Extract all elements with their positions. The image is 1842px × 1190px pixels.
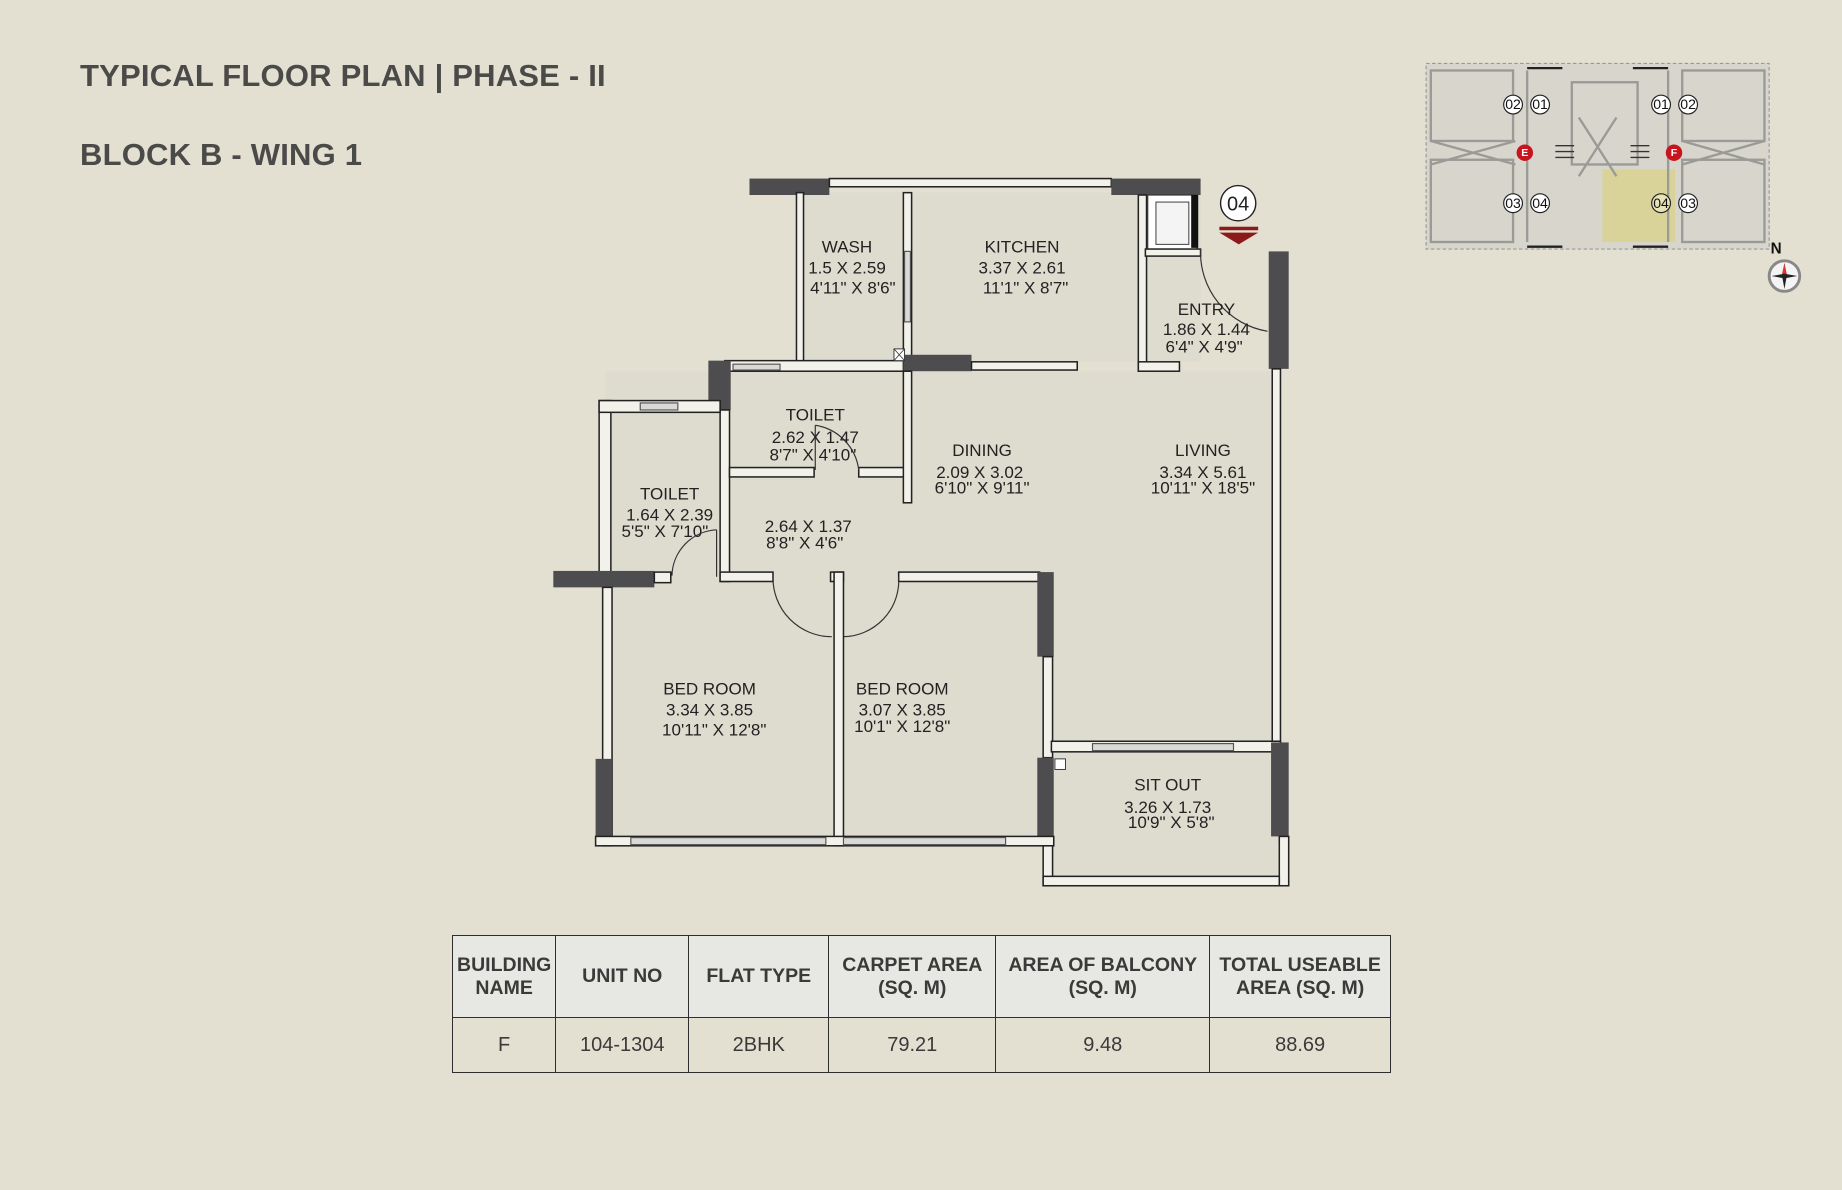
room-label-living: LIVING 3.34 X 5.61 10'11" X 18'5"	[1151, 441, 1255, 498]
header-carpet-area: CARPET AREA(SQ. M)	[828, 935, 997, 1018]
key-unit-label: 01	[1532, 96, 1548, 112]
entry-arrow-icon	[1219, 232, 1259, 245]
page-title: TYPICAL FLOOR PLAN | PHASE - II	[80, 58, 606, 93]
key-unit-label-highlighted: 04	[1653, 195, 1669, 211]
svg-text:2.64 X 1.37: 2.64 X 1.37	[765, 517, 852, 536]
header-unit-no: UNIT NO	[555, 935, 690, 1018]
shaft-icon	[893, 348, 906, 362]
north-compass-icon: N	[1767, 241, 1802, 293]
svg-text:10'11" X 18'5": 10'11" X 18'5"	[1151, 478, 1255, 497]
kitchen-bottom-wall	[903, 354, 972, 372]
core-label-e: E	[1521, 147, 1528, 159]
table-row: F 104-1304 2BHK 79.21 9.48 88.69	[451, 1017, 1391, 1073]
unit-number: 04	[1227, 193, 1249, 215]
room-label-entry: ENTRY 1.86 X 1.44 6'4" X 4'9"	[1163, 300, 1250, 357]
cell-building-name: F	[451, 1017, 557, 1073]
svg-text:DINING: DINING	[952, 441, 1012, 460]
svg-text:1.86 X 1.44: 1.86 X 1.44	[1163, 320, 1250, 339]
core-label-f: F	[1671, 147, 1678, 159]
svg-text:TOILET: TOILET	[640, 484, 699, 503]
svg-text:10'11" X 12'8": 10'11" X 12'8"	[662, 720, 766, 739]
floor-area	[604, 192, 1281, 879]
cell-balcony-area: 9.48	[995, 1017, 1211, 1073]
room-label-bedroom-2: BED ROOM 3.07 X 3.85 10'1" X 12'8"	[854, 679, 950, 736]
svg-text:LIVING: LIVING	[1175, 441, 1231, 460]
svg-text:BED ROOM: BED ROOM	[663, 679, 756, 698]
svg-text:1.64 X 2.39: 1.64 X 2.39	[626, 505, 713, 524]
svg-text:KITCHEN: KITCHEN	[985, 238, 1060, 257]
svg-text:3.26 X 1.73: 3.26 X 1.73	[1124, 798, 1211, 817]
toilet-1-walls	[708, 360, 913, 583]
svg-text:WASH: WASH	[822, 238, 872, 257]
bedroom-top-walls	[719, 571, 1054, 657]
svg-text:3.37 X 2.61: 3.37 X 2.61	[979, 259, 1066, 278]
svg-text:1.5 X 2.59: 1.5 X 2.59	[808, 259, 886, 278]
room-label-bedroom-1: BED ROOM 3.34 X 3.85 10'11" X 12'8"	[662, 679, 766, 739]
svg-text:TOILET: TOILET	[786, 406, 845, 425]
toilet-2-walls	[553, 399, 721, 588]
svg-text:3.07 X 3.85: 3.07 X 3.85	[859, 700, 946, 719]
living-right-wall	[1271, 368, 1282, 748]
wash-window	[903, 250, 912, 323]
sit-out-walls	[1042, 740, 1290, 887]
svg-text:11'1" X 8'7": 11'1" X 8'7"	[983, 279, 1068, 298]
svg-text:5'5" X 7'10": 5'5" X 7'10"	[622, 522, 709, 541]
svg-text:3.34 X 3.85: 3.34 X 3.85	[666, 700, 753, 719]
key-unit-label: 03	[1505, 195, 1521, 211]
svg-text:6'4" X 4'9": 6'4" X 4'9"	[1165, 337, 1242, 356]
entry-walls	[1137, 194, 1289, 372]
key-unit-label: 02	[1505, 96, 1521, 112]
bedroom-walls	[594, 571, 1055, 847]
svg-text:2.62 X 1.47: 2.62 X 1.47	[772, 428, 859, 447]
svg-text:BED ROOM: BED ROOM	[856, 679, 949, 698]
svg-text:8'7" X 4'10": 8'7" X 4'10"	[770, 445, 857, 464]
entry-arrow-bar	[1219, 226, 1259, 231]
room-label-toilet-1: TOILET 2.62 X 1.47 8'7" X 4'10"	[770, 406, 859, 465]
svg-text:4'11" X 8'6": 4'11" X 8'6"	[810, 279, 895, 298]
key-unit-label: 04	[1532, 195, 1548, 211]
key-unit-label: 03	[1680, 195, 1696, 211]
top-wall	[749, 177, 1201, 196]
kitchen-bottom-thin	[970, 361, 1079, 371]
svg-text:3.34 X 5.61: 3.34 X 5.61	[1159, 463, 1246, 482]
svg-text:ENTRY: ENTRY	[1178, 300, 1235, 319]
wash-left-wall	[795, 191, 805, 363]
cell-total-useable-area: 88.69	[1209, 1017, 1391, 1073]
room-label-passage: 2.64 X 1.37 8'8" X 4'6"	[765, 517, 852, 552]
key-unit-label: 01	[1653, 96, 1669, 112]
key-plan: 02 01 01 02 03 04 04 03 E F	[1425, 62, 1770, 250]
north-label: N	[1771, 241, 1782, 258]
svg-text:6'10" X 9'11": 6'10" X 9'11"	[935, 478, 1030, 497]
svg-text:SIT OUT: SIT OUT	[1134, 776, 1201, 795]
header-balcony-area: AREA OF BALCONY(SQ. M)	[995, 935, 1211, 1018]
unit-marker: 04	[1219, 184, 1259, 245]
room-label-kitchen: KITCHEN 3.37 X 2.61 11'1" X 8'7"	[979, 238, 1069, 298]
cell-flat-type: 2BHK	[688, 1017, 830, 1073]
cell-carpet-area: 79.21	[828, 1017, 997, 1073]
svg-text:8'8" X 4'6": 8'8" X 4'6"	[766, 534, 843, 553]
room-label-wash: WASH 1.5 X 2.59 4'11" X 8'6"	[808, 238, 895, 298]
svg-text:2.09 X 3.02: 2.09 X 3.02	[936, 463, 1023, 482]
header-flat-type: FLAT TYPE	[688, 935, 830, 1018]
room-label-sit-out: SIT OUT 3.26 X 1.73 10'9" X 5'8"	[1124, 776, 1214, 833]
room-label-dining: DINING 2.09 X 3.02 6'10" X 9'11"	[935, 441, 1030, 498]
cell-unit-no: 104-1304	[555, 1017, 690, 1073]
svg-text:10'1" X 12'8": 10'1" X 12'8"	[854, 717, 950, 736]
block-subtitle: BLOCK B - WING 1	[80, 137, 363, 172]
key-unit-label: 02	[1680, 96, 1696, 112]
room-label-toilet-2: TOILET 1.64 X 2.39 5'5" X 7'10"	[622, 484, 714, 541]
svg-text:10'9" X 5'8": 10'9" X 5'8"	[1128, 813, 1215, 832]
